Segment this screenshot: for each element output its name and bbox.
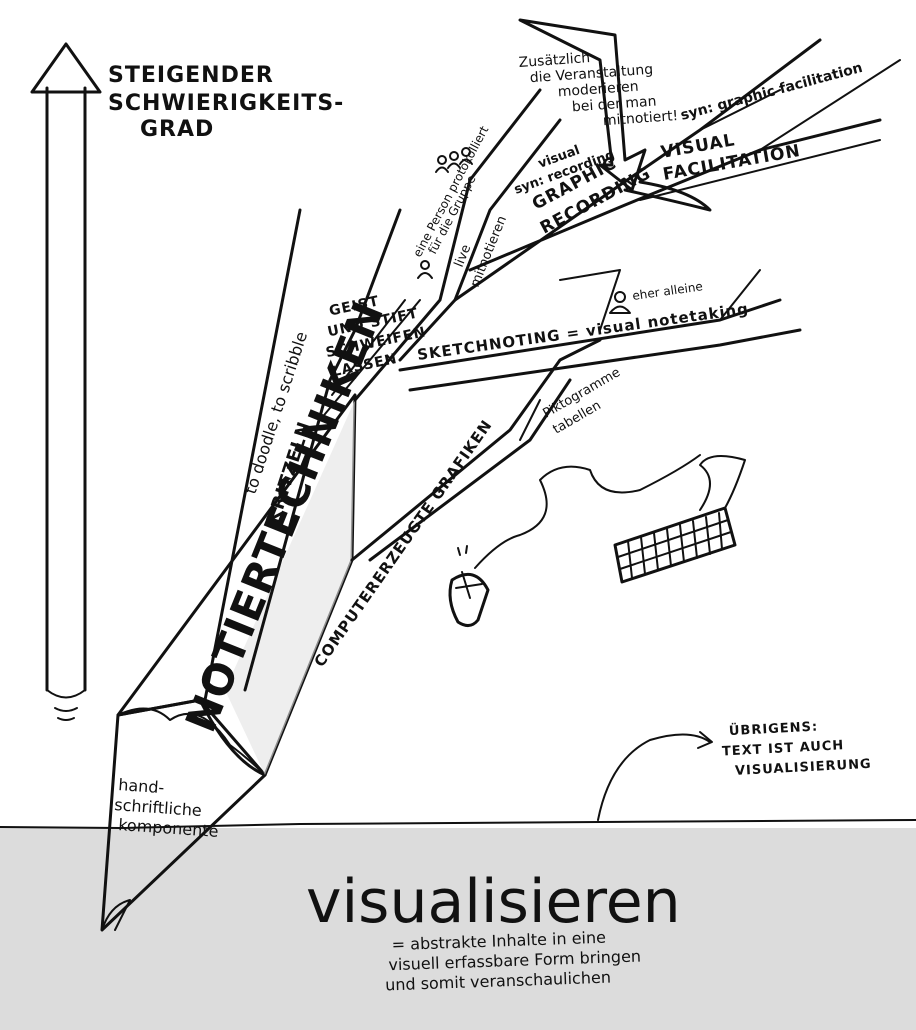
- single-person-icon: [609, 291, 631, 314]
- difficulty-arrow: [30, 42, 102, 721]
- svg-text:ÜBRIGENS:: ÜBRIGENS:: [729, 719, 819, 740]
- visual-facilitation-synonym: syn: graphic facilitation: [679, 60, 864, 124]
- pencil-trunk: [100, 393, 357, 932]
- sketchnoting-alone-note: eher alleine: [631, 279, 703, 303]
- difficulty-label-line3: GRAD: [140, 117, 214, 142]
- computer-mouse-icon: [448, 454, 701, 627]
- definition: = abstrakte Inhalte in eine visuell erfa…: [385, 928, 642, 995]
- ground-shadow: [0, 828, 916, 1030]
- live-note-1: live: [452, 243, 474, 270]
- moderation-arrow: [518, 18, 647, 192]
- svg-text:VISUALISIERUNG: VISUALISIERUNG: [735, 757, 872, 779]
- aside-arrow-head: [697, 731, 713, 749]
- group-people-icon: [435, 147, 473, 173]
- moderation-note: Zusätzlich die Veranstaltung moderieren …: [518, 50, 679, 129]
- main-title: visualisieren: [306, 867, 681, 937]
- difficulty-label-line2: SCHWIERIGKEITS-: [108, 91, 344, 116]
- svg-text:bei der man: bei der man: [571, 94, 657, 116]
- svg-text:mitnotiert!: mitnotiert!: [602, 108, 678, 129]
- ground-line: [0, 819, 916, 829]
- keyboard-icon: [613, 455, 746, 584]
- difficulty-label-line1: STEIGENDER: [108, 63, 274, 88]
- aside-arrow: [597, 733, 711, 821]
- svg-text:TEXT IST AUCH: TEXT IST AUCH: [722, 738, 845, 759]
- sketchnoting-title: SKETCHNOTING = visual notetaking: [416, 300, 750, 364]
- aside-note: ÜBRIGENS: TEXT IST AUCH VISUALISIERUNG: [722, 719, 872, 779]
- handwriting-component-1: hand-: [118, 775, 165, 797]
- svg-text:Zusätzlich: Zusätzlich: [518, 50, 590, 71]
- tree-branches: [203, 38, 901, 702]
- small-person-icon: [417, 260, 433, 279]
- svg-text:moderieren: moderieren: [557, 79, 639, 101]
